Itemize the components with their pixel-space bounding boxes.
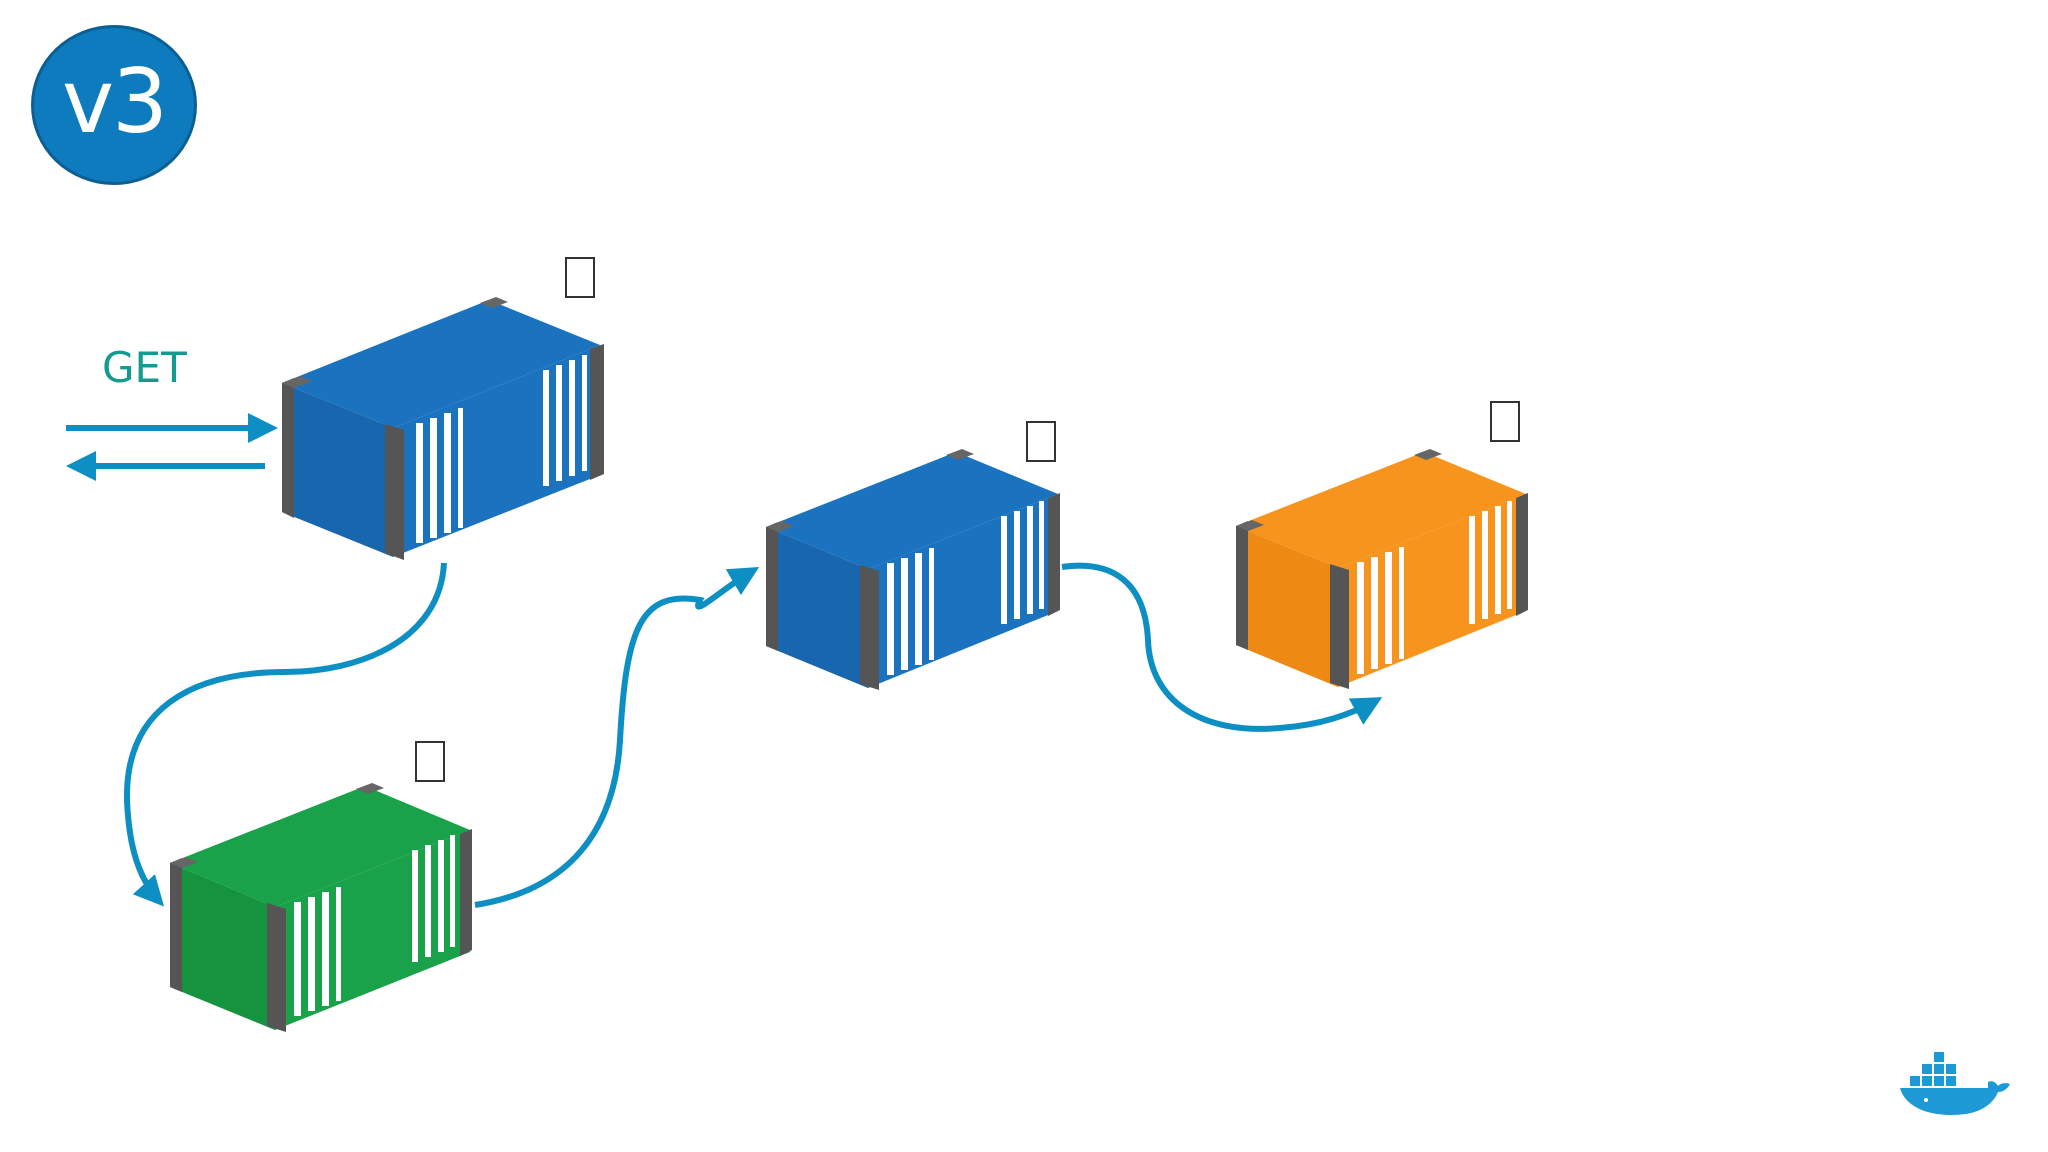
version-badge: v3 bbox=[31, 25, 197, 185]
docker-whale-icon bbox=[1900, 1052, 2010, 1115]
container-orange bbox=[1236, 449, 1528, 689]
flow-connectors bbox=[123, 562, 1383, 908]
flow-arrow-middle-to-orange bbox=[1061, 562, 1383, 732]
container-green bbox=[170, 783, 472, 1032]
request-method-label: GET bbox=[102, 343, 187, 392]
version-label: v3 bbox=[61, 50, 168, 153]
missing-glyph-icon bbox=[1026, 421, 1056, 462]
flow-arrow-green-to-middle bbox=[474, 566, 760, 908]
request-arrows bbox=[66, 413, 278, 481]
container-middle bbox=[766, 449, 1060, 690]
missing-glyph-icon bbox=[565, 257, 595, 298]
container-entry bbox=[282, 297, 604, 560]
missing-glyph-icon bbox=[415, 741, 445, 782]
flow-arrow-entry-to-green bbox=[123, 562, 447, 907]
missing-glyph-icon bbox=[1490, 401, 1520, 442]
